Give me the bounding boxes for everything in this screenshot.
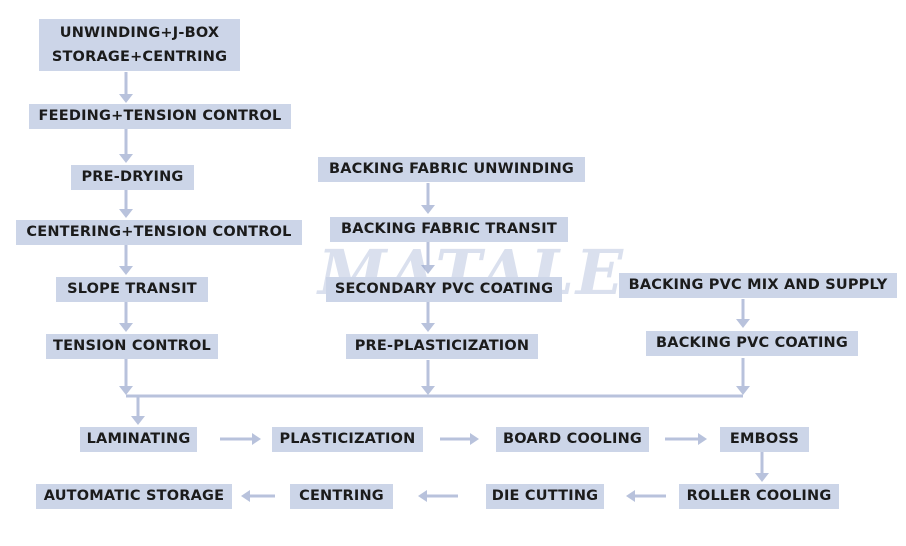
step-unwinding-line1: UNWINDING+J-BOX [59,25,220,41]
step-backing-pvc-coating: BACKING PVC COATING [646,331,858,356]
step-backing-pvc-mix: BACKING PVC MIX AND SUPPLY [619,273,897,298]
step-centring: CENTRING [290,484,393,509]
step-pre-plasticization: PRE-PLASTICIZATION [346,334,538,359]
step-backing-fabric-transit: BACKING FABRIC TRANSIT [330,217,568,242]
step-feeding: FEEDING+TENSION CONTROL [29,104,291,129]
step-backing-fabric-unwinding: BACKING FABRIC UNWINDING [318,157,585,182]
step-plasticization: PLASTICIZATION [272,427,423,452]
step-die-cutting: DIE CUTTING [486,484,604,509]
step-slope-transit: SLOPE TRANSIT [56,277,208,302]
step-unwinding: UNWINDING+J-BOX STORAGE+CENTRING [39,19,240,71]
step-emboss: EMBOSS [720,427,809,452]
step-automatic-storage: AUTOMATIC STORAGE [36,484,232,509]
step-unwinding-line2: STORAGE+CENTRING [51,49,228,65]
step-board-cooling: BOARD COOLING [496,427,649,452]
step-secondary-pvc-coating: SECONDARY PVC COATING [326,277,562,302]
step-roller-cooling: ROLLER COOLING [679,484,839,509]
step-tension-control: TENSION CONTROL [46,334,218,359]
step-laminating: LAMINATING [80,427,197,452]
step-pre-drying: PRE-DRYING [71,165,194,190]
step-centering: CENTERING+TENSION CONTROL [16,220,302,245]
